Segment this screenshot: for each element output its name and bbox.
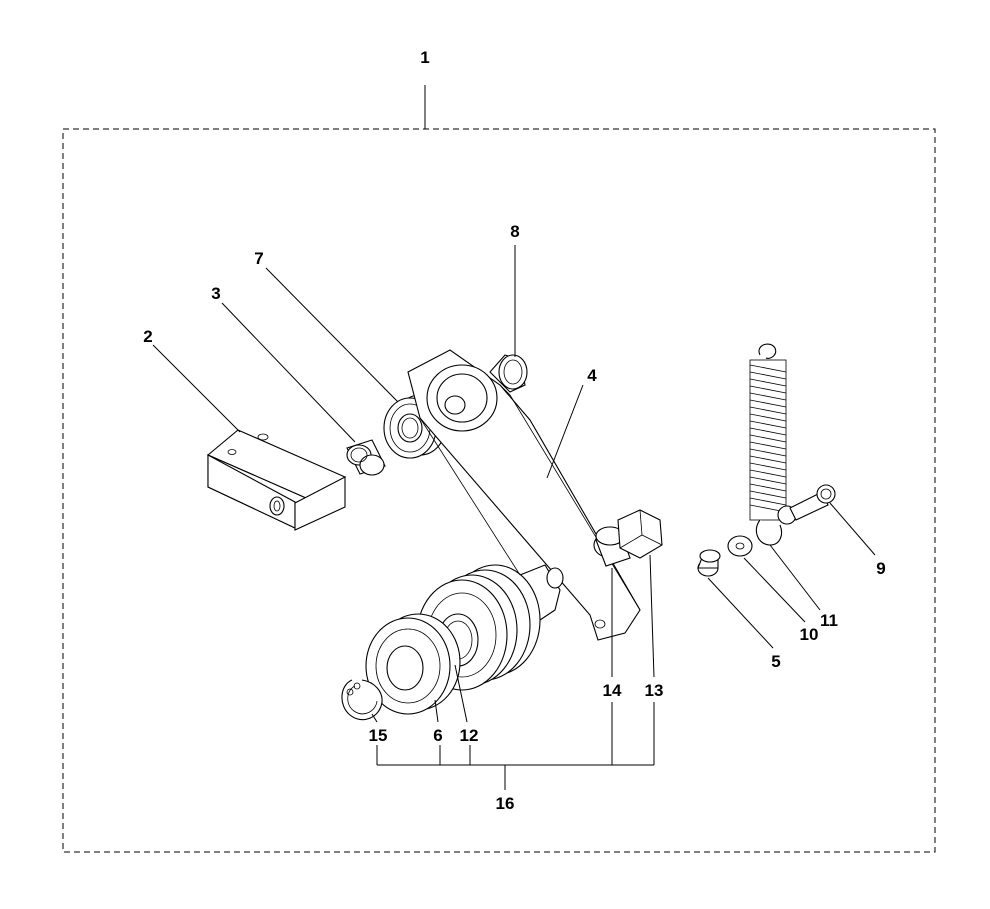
- label-3: 3: [211, 284, 220, 303]
- leader-6: [434, 699, 439, 723]
- part-2-block: [206, 429, 347, 531]
- leader-3: [221, 302, 356, 443]
- leader-7: [265, 267, 399, 403]
- label-1: 1: [420, 48, 429, 67]
- part-5-sleeve: [697, 549, 721, 577]
- assembly-boundary: [62, 128, 936, 853]
- label-6: 6: [433, 726, 442, 745]
- label-7: 7: [254, 249, 263, 268]
- leader-4: [546, 384, 584, 479]
- label-8: 8: [510, 222, 519, 241]
- part-15-circlip: [341, 679, 383, 721]
- part-6-bearing: [365, 613, 461, 715]
- leader-2: [152, 344, 241, 433]
- label-12: 12: [460, 726, 479, 745]
- part-3-sleeve: [346, 439, 386, 476]
- leader-10: [743, 557, 806, 623]
- leader-12: [454, 664, 468, 723]
- part-4-arm: [407, 349, 641, 641]
- leader-13: [649, 554, 655, 678]
- leader-11: [769, 544, 821, 611]
- label-14: 14: [603, 681, 622, 700]
- part-10-washer: [727, 535, 753, 557]
- label-4: 4: [587, 366, 597, 385]
- part-7-bearing: [383, 394, 447, 459]
- label-10: 10: [800, 625, 819, 644]
- part-12-roller: [416, 564, 564, 691]
- arm-guide-line: [419, 417, 521, 576]
- part-8-bushing: [489, 354, 528, 393]
- label-13: 13: [645, 681, 664, 700]
- label-5: 5: [771, 652, 780, 671]
- label-2: 2: [143, 327, 152, 346]
- part-13-bolt: [617, 509, 663, 559]
- label-15: 15: [369, 726, 388, 745]
- leader-5: [707, 577, 774, 649]
- label-16: 16: [496, 794, 515, 813]
- label-9: 9: [876, 559, 885, 578]
- label-11: 11: [820, 611, 838, 630]
- leader-9: [829, 502, 876, 556]
- leader-15: [371, 713, 378, 723]
- group-bracket-16: [376, 702, 655, 790]
- part-9-pin: [777, 484, 836, 525]
